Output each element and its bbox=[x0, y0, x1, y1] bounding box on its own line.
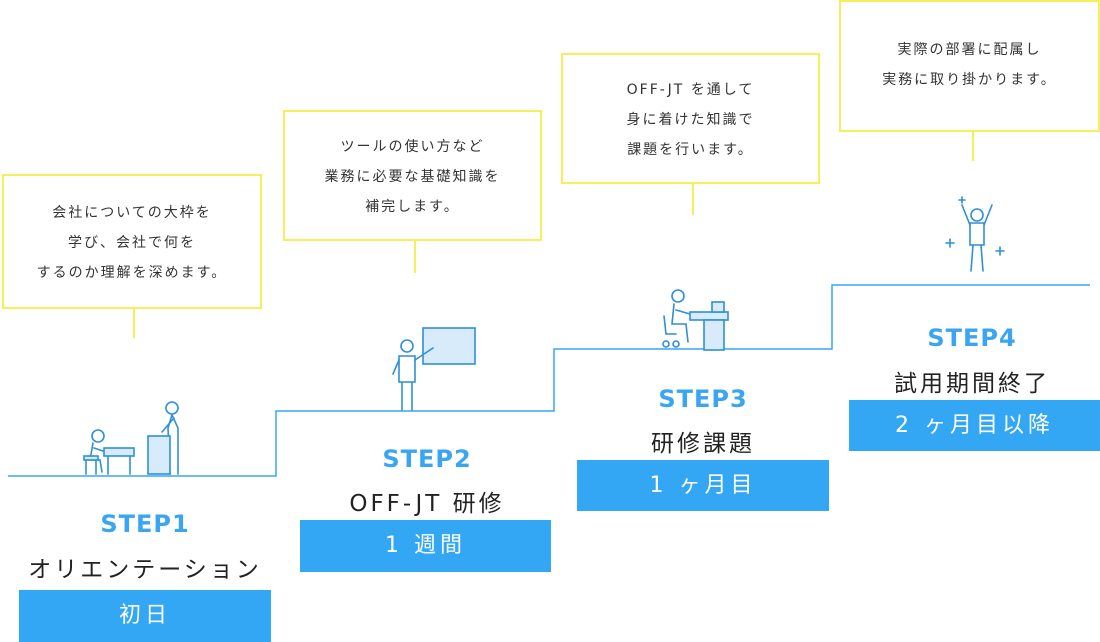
step3-description-bubble: OFF-JT を通して 身に着けた知識で 課題を行います。 bbox=[561, 53, 820, 184]
step3-label: STEP3 bbox=[658, 385, 748, 413]
step2-period-badge: 1 週間 bbox=[300, 520, 551, 572]
step1-description-line-3: するのか理解を深めます。 bbox=[36, 265, 228, 281]
step1-period-badge: 初日 bbox=[19, 590, 271, 642]
step2-label: STEP2 bbox=[382, 445, 472, 473]
celebrating-person-icon bbox=[945, 196, 1005, 272]
step1-description-line-2: 学び、会社で何を bbox=[68, 235, 196, 251]
step3-description-line-1: OFF-JT を通して bbox=[626, 82, 755, 98]
step1-description-bubble: 会社についての大枠を 学び、会社で何を するのか理解を深めます。 bbox=[2, 174, 262, 309]
orientation-people-icon bbox=[83, 401, 179, 475]
step4-description-line-1: 実際の部署に配属し bbox=[897, 42, 1042, 58]
step4-period-badge: 2 ヶ月目以降 bbox=[849, 400, 1100, 451]
step2-bubble-connector bbox=[414, 240, 416, 273]
person-at-desk-icon bbox=[662, 289, 729, 351]
step4-description-line-2: 実務に取り掛かります。 bbox=[882, 72, 1057, 88]
step2-description-line-2: 業務に必要な基礎知識を bbox=[324, 169, 501, 185]
step4-description-bubble: 実際の部署に配属し 実務に取り掛かります。 bbox=[839, 0, 1100, 132]
step2-description-line-1: ツールの使い方など bbox=[340, 139, 485, 155]
step1-description-line-1: 会社についての大枠を bbox=[52, 205, 212, 221]
step3-description-line-2: 身に着けた知識で bbox=[626, 112, 755, 128]
step1-name: オリエンテーション bbox=[28, 557, 262, 583]
step2-name: OFF-JT 研修 bbox=[349, 491, 505, 517]
step3-period-badge: 1 ヶ月目 bbox=[577, 460, 829, 511]
step4-name: 試用期間終了 bbox=[894, 371, 1050, 397]
step1-bubble-connector bbox=[133, 308, 135, 338]
step3-description-line-3: 課題を行います。 bbox=[627, 142, 754, 158]
step1-label: STEP1 bbox=[100, 510, 190, 538]
step2-description-line-3: 補完します。 bbox=[365, 199, 460, 215]
presenter-whiteboard-icon bbox=[392, 327, 476, 411]
step4-label: STEP4 bbox=[927, 324, 1017, 352]
step4-bubble-connector bbox=[972, 131, 974, 161]
step2-description-bubble: ツールの使い方など 業務に必要な基礎知識を 補完します。 bbox=[283, 110, 542, 241]
step3-bubble-connector bbox=[692, 183, 694, 215]
step3-name: 研修課題 bbox=[651, 431, 755, 457]
